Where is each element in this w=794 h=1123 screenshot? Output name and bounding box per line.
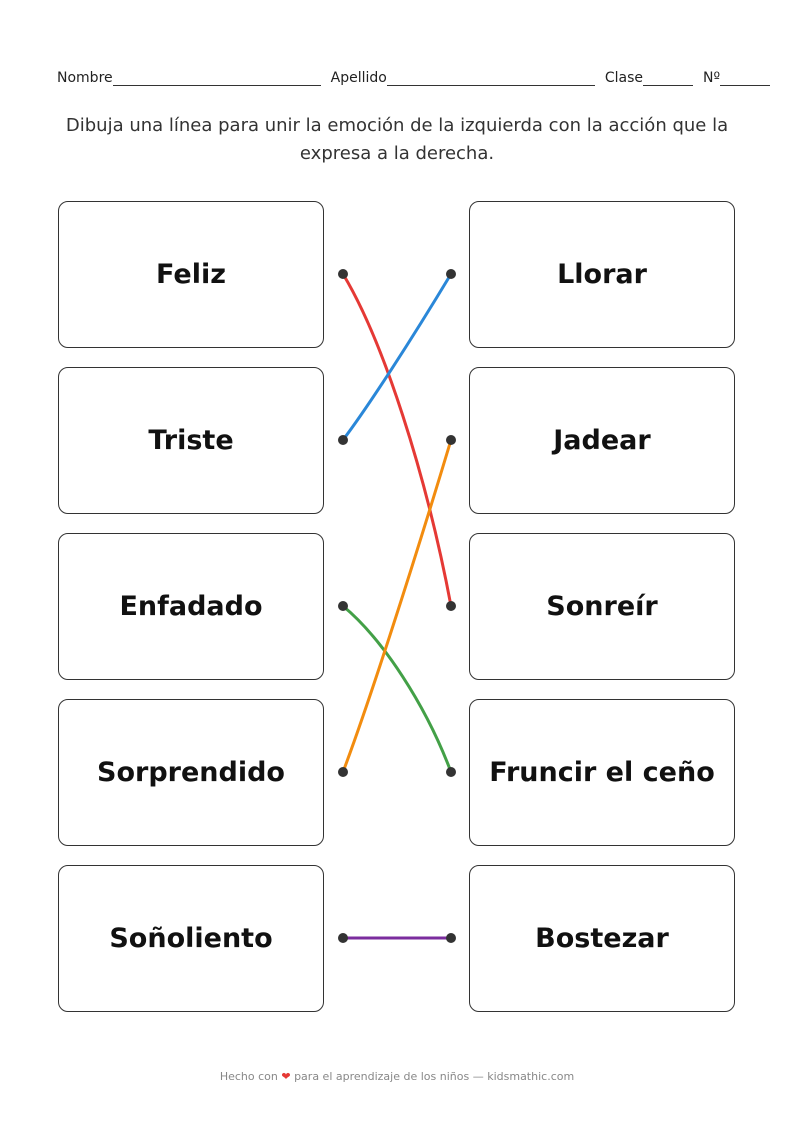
- number-field[interactable]: [720, 71, 771, 86]
- footer-suffix: para el aprendizaje de los niños — kidsm…: [294, 1070, 575, 1083]
- connection-line: [341, 273, 453, 441]
- right-connector-dot[interactable]: [446, 435, 456, 445]
- connection-line: [341, 439, 453, 773]
- right-item-card[interactable]: Fruncir el ceño: [469, 699, 735, 846]
- footer-prefix: Hecho con: [219, 1070, 278, 1083]
- right-item-card[interactable]: Sonreír: [469, 533, 735, 680]
- left-connector-dot[interactable]: [338, 601, 348, 611]
- student-info-header: Nombre Apellido Clase Nº: [57, 70, 771, 86]
- left-item-card[interactable]: Sorprendido: [58, 699, 324, 846]
- heart-icon: ❤: [281, 1070, 291, 1083]
- right-item-card[interactable]: Jadear: [469, 367, 735, 514]
- left-connector-dot[interactable]: [338, 435, 348, 445]
- right-item-card[interactable]: Llorar: [469, 201, 735, 348]
- right-connector-dot[interactable]: [446, 601, 456, 611]
- surname-label: Apellido: [330, 70, 387, 86]
- left-connector-dot[interactable]: [338, 933, 348, 943]
- class-field[interactable]: [642, 71, 693, 86]
- connection-line: [341, 273, 453, 607]
- left-item-card[interactable]: Triste: [58, 367, 324, 514]
- instructions: Dibuja una línea para unir la emoción de…: [65, 115, 729, 164]
- right-item-card[interactable]: Bostezar: [469, 865, 735, 1012]
- surname-field[interactable]: [386, 71, 595, 86]
- left-item-card[interactable]: Enfadado: [58, 533, 324, 680]
- left-item-card[interactable]: Soñoliento: [58, 865, 324, 1012]
- footer: Hecho con ❤ para el aprendizaje de los n…: [0, 1070, 794, 1083]
- right-connector-dot[interactable]: [446, 767, 456, 777]
- left-connector-dot[interactable]: [338, 767, 348, 777]
- class-label: Clase: [604, 70, 643, 86]
- name-label: Nombre: [57, 70, 113, 86]
- right-connector-dot[interactable]: [446, 269, 456, 279]
- number-label: Nº: [702, 70, 721, 86]
- name-field[interactable]: [112, 71, 321, 86]
- left-connector-dot[interactable]: [338, 269, 348, 279]
- right-connector-dot[interactable]: [446, 933, 456, 943]
- connection-line: [342, 604, 453, 773]
- left-item-card[interactable]: Feliz: [58, 201, 324, 348]
